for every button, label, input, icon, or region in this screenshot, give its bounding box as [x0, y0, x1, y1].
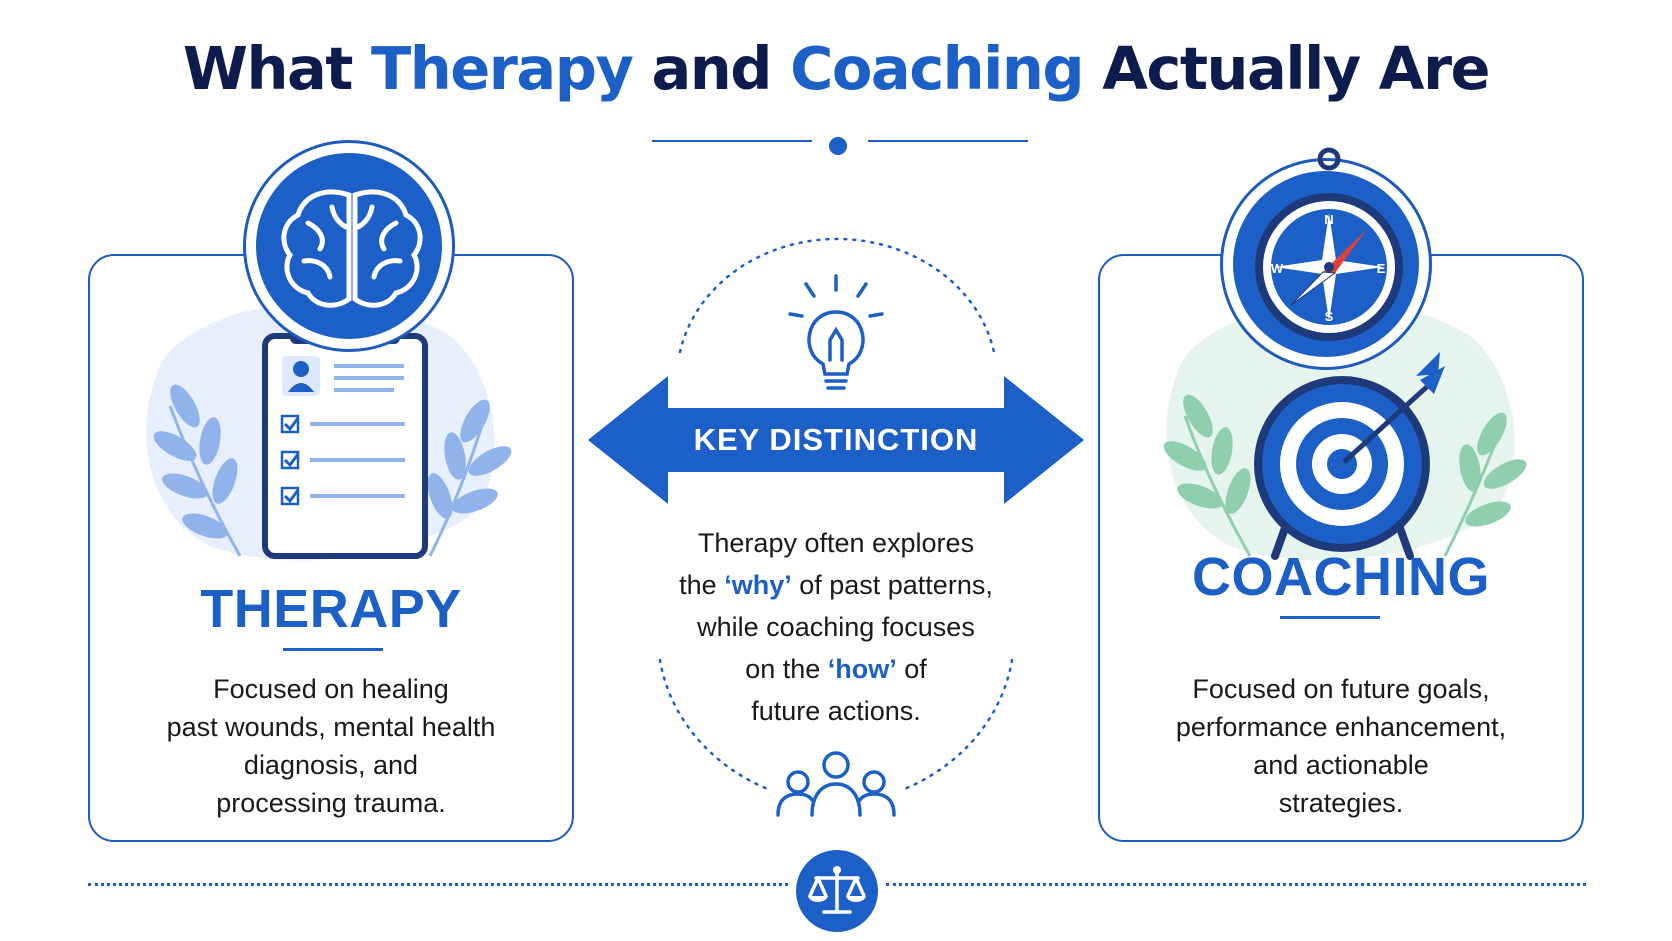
- coaching-desc-line: strategies.: [1278, 788, 1404, 818]
- explain-line-3: while coaching focuses: [697, 612, 975, 642]
- coaching-desc-line: performance enhancement,: [1175, 712, 1507, 742]
- page-title: What Therapy and Coaching Actually Are: [0, 34, 1672, 103]
- people-group-icon: [776, 751, 896, 817]
- dotted-ring-bottom-left: [658, 658, 772, 792]
- scale-badge: [796, 850, 878, 932]
- key-distinction-label: KEY DISTINCTION: [693, 422, 979, 457]
- coaching-desc-line: Focused on future goals,: [1192, 674, 1490, 704]
- explain-line-1: Therapy often explores: [697, 528, 975, 558]
- title-divider-right: [868, 140, 1028, 142]
- key-distinction-explanation: Therapy often explores the ‘why’ of past…: [620, 522, 1052, 732]
- therapy-title: THERAPY: [200, 579, 462, 639]
- compass-north-label: N: [1324, 212, 1333, 227]
- leaf-left-icon: [1163, 394, 1252, 557]
- explain-line-5: future actions.: [751, 696, 921, 726]
- leaf-left-icon: [153, 384, 242, 557]
- brain-icon: [281, 189, 423, 308]
- dotted-ring-bottom-right: [900, 658, 1014, 792]
- therapy-card: THERAPY Focused on healing past wounds, …: [88, 254, 574, 842]
- therapy-title-rule: [283, 648, 383, 651]
- coaching-title-rule: [1280, 616, 1380, 619]
- title-divider-left: [652, 140, 812, 142]
- leaf-right-icon: [1443, 412, 1527, 557]
- title-highlight-therapy: Therapy: [371, 34, 634, 103]
- dotted-ring-top: [678, 237, 996, 354]
- therapy-description: Focused on healing past wounds, mental h…: [90, 670, 572, 822]
- leaf-right-icon: [427, 399, 512, 557]
- arrow-in-target-icon: [1342, 352, 1445, 464]
- brain-badge: [243, 140, 455, 352]
- footer-dotted-line-left: [88, 883, 788, 886]
- therapy-desc-line: diagnosis, and: [243, 750, 419, 780]
- explain-line-4: on the ‘how’ of: [745, 654, 927, 684]
- title-part-3: Actually Are: [1083, 34, 1490, 103]
- compass-badge: N E S W: [1220, 147, 1432, 370]
- compass-east-label: E: [1377, 261, 1386, 276]
- balance-scale-icon: [808, 866, 866, 914]
- therapy-desc-line: past wounds, mental health: [166, 712, 496, 742]
- key-distinction-arrow: [588, 376, 1084, 504]
- title-highlight-coaching: Coaching: [790, 34, 1085, 103]
- coaching-card: COACHING Focused on future goals, perfor…: [1098, 254, 1584, 842]
- explain-line-2: the ‘why’ of past patterns,: [679, 570, 993, 600]
- compass-icon: N E S W: [1255, 147, 1403, 341]
- why-emphasis: ‘why’: [724, 570, 792, 600]
- lightbulb-icon: [788, 274, 884, 390]
- compass-west-label: W: [1271, 261, 1284, 276]
- coaching-title: COACHING: [1192, 547, 1490, 607]
- title-part-1: What: [182, 34, 372, 103]
- footer-dotted-line-right: [886, 883, 1586, 886]
- coaching-desc-line: and actionable: [1253, 750, 1429, 780]
- coaching-description: Focused on future goals, performance enh…: [1100, 670, 1582, 822]
- how-emphasis: ‘how’: [827, 654, 897, 684]
- title-divider-dot: [829, 137, 847, 155]
- title-part-2: and: [632, 34, 791, 103]
- coaching-illustration: [1163, 302, 1527, 561]
- compass-south-label: S: [1325, 309, 1334, 324]
- therapy-desc-line: processing trauma.: [216, 788, 446, 818]
- therapy-desc-line: Focused on healing: [213, 674, 449, 704]
